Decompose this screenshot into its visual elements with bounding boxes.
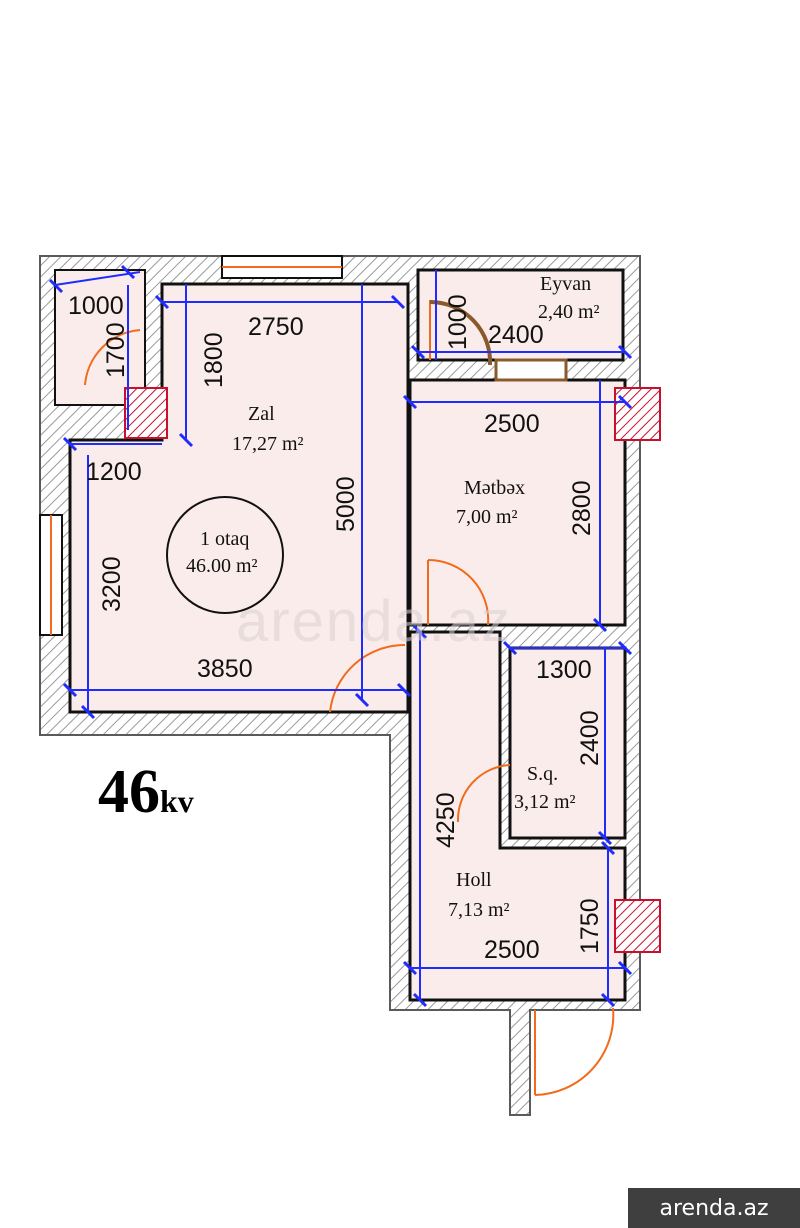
sq-area: 3,12 m² xyxy=(514,791,576,813)
dim-5000: 5000 xyxy=(332,476,360,532)
eyvan-floor xyxy=(416,268,625,362)
sq-name: S.q. xyxy=(527,763,558,785)
dim-1700: 1700 xyxy=(102,322,130,378)
dim-2500-kitchen: 2500 xyxy=(484,410,540,438)
summary-circle xyxy=(166,496,284,614)
dim-2400-sq: 2400 xyxy=(576,710,604,766)
dim-1750: 1750 xyxy=(576,898,604,954)
holl-floor xyxy=(408,630,627,1002)
vent-shafts xyxy=(124,387,661,953)
dim-4250: 4250 xyxy=(432,792,460,848)
dim-1300: 1300 xyxy=(536,656,592,684)
dimension-labels: 1000 1700 2750 1800 1200 3200 5000 3850 … xyxy=(68,292,604,964)
metbex-area: 7,00 m² xyxy=(456,506,518,528)
summary-area: 46.00 m² xyxy=(186,555,258,577)
doors xyxy=(84,300,615,1096)
holl-name: Holl xyxy=(456,869,492,891)
dimension-lines xyxy=(54,270,625,1000)
dim-1200: 1200 xyxy=(86,458,142,486)
area-caption: 46kv xyxy=(98,758,194,826)
area-caption-unit: kv xyxy=(160,783,194,819)
left-closet-floor xyxy=(54,269,146,406)
summary-rooms: 1 otaq xyxy=(200,528,249,550)
dim-2800: 2800 xyxy=(568,480,596,536)
eyvan-area: 2,40 m² xyxy=(538,301,600,323)
zal-area: 17,27 m² xyxy=(232,433,304,455)
holl-area: 7,13 m² xyxy=(448,899,510,921)
dim-2400-eyvan: 2400 xyxy=(488,321,544,349)
dim-1800: 1800 xyxy=(200,332,228,388)
eyvan-name: Eyvan xyxy=(540,273,591,295)
dim-3200: 3200 xyxy=(98,556,126,612)
windows xyxy=(39,255,568,636)
metbex-floor xyxy=(408,378,627,627)
dim-2500-holl: 2500 xyxy=(484,936,540,964)
site-badge[interactable]: arenda.az xyxy=(628,1188,800,1228)
metbex-name: Mətbəx xyxy=(464,477,525,499)
dimension-ticks xyxy=(48,264,633,1008)
dim-2750: 2750 xyxy=(248,313,304,341)
room-labels: Zal 17,27 m² 1 otaq 46.00 m² Eyvan 2,40 … xyxy=(186,273,600,921)
watermark: arenda.az xyxy=(236,589,512,654)
dim-1000-eyvan: 1000 xyxy=(444,294,472,350)
zal-name: Zal xyxy=(248,403,275,425)
dim-3850: 3850 xyxy=(197,655,253,683)
area-caption-number: 46 xyxy=(98,758,160,826)
dim-1000-left: 1000 xyxy=(68,292,124,320)
